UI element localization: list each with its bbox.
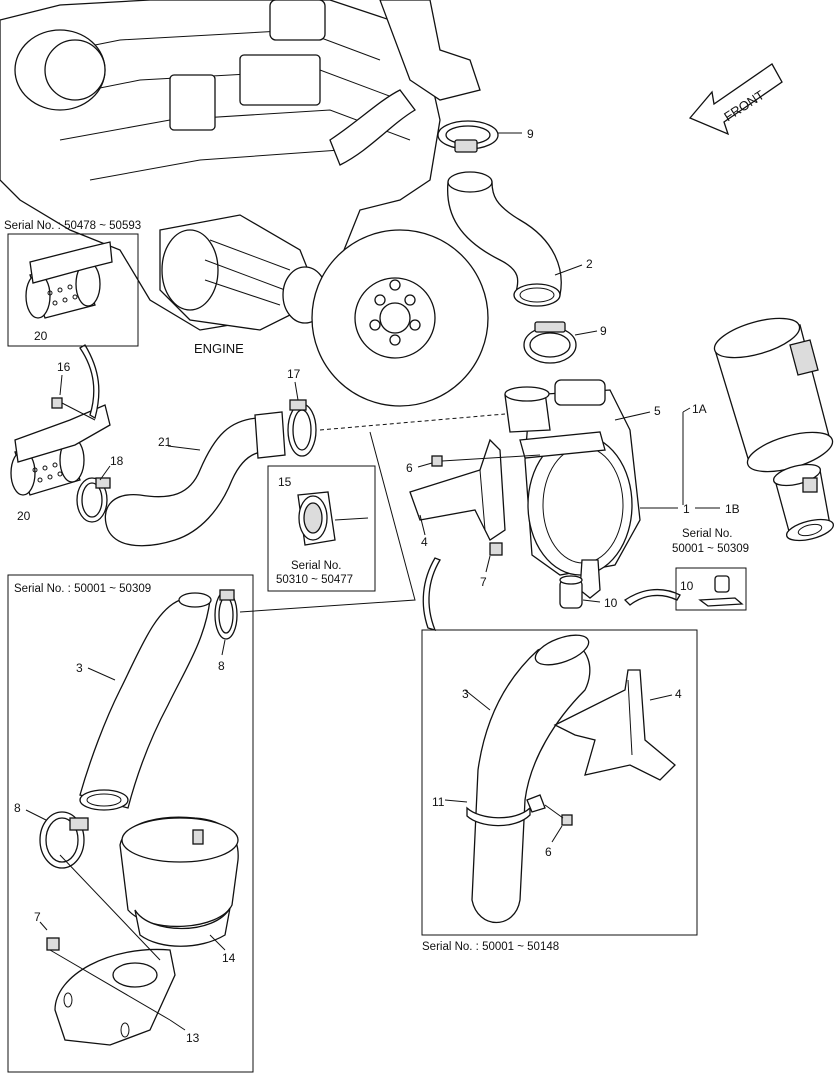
callout-7-left: 7 [34,910,41,924]
hose-2 [446,171,562,307]
clamp-18 [76,477,111,523]
serial-box-50478 [7,233,139,347]
serial-50310-line1: Serial No. [291,560,342,572]
callout-6-right: 6 [545,845,552,859]
pointer-arrow-right-box [422,557,441,631]
front-arrow: FRONT [688,63,783,136]
precleaner-14 [119,816,239,947]
connector-15 [297,491,336,546]
clamp-9-top [437,120,499,153]
callout-8-bottom: 8 [14,801,21,815]
bracket-13 [54,948,176,1046]
clamp-8-top [214,589,238,640]
callout-10: 10 [604,596,618,610]
callout-15: 15 [278,475,292,489]
callout-5: 5 [654,404,661,418]
callout-8-top: 8 [218,659,225,673]
sleeve-20 [10,404,111,496]
sleeve-20-alt [25,241,113,319]
pointer-arrow [623,588,681,606]
engine-label: ENGINE [194,341,244,356]
callout-20-box: 20 [34,329,48,343]
callout-9-mid: 9 [600,324,607,338]
callout-13: 13 [186,1031,200,1045]
valve-10-alt [698,575,744,607]
bracket-4-right [553,669,676,781]
callout-4-main: 4 [421,535,428,549]
callout-6-main: 6 [406,461,413,475]
air-cleaner-5 [504,379,641,599]
callout-1a: 1A [692,402,707,416]
callout-2: 2 [586,257,593,271]
callout-7-main: 7 [480,575,487,589]
clamp-9-mid [523,321,577,364]
callout-11: 11 [432,795,445,809]
band-11 [466,794,546,827]
engine-illustration: ENGINE [0,0,489,407]
hose-21 [104,411,286,547]
bolt-7 [489,542,503,556]
callout-14: 14 [222,951,236,965]
callout-4-right: 4 [675,687,682,701]
callout-16: 16 [57,360,71,374]
callout-3-right: 3 [462,687,469,701]
serial-box-left [7,574,254,1073]
filter-element-1b [772,463,835,542]
hose-3-right [471,634,591,924]
valve-10 [559,575,583,609]
hose-3-left [79,592,212,811]
serial-50478-caption: Serial No. : 50478 ~ 50593 [4,220,141,232]
serial-box-right [421,629,698,936]
filter-element-1a [713,317,834,473]
clamp-8-bottom [39,811,89,869]
bolt-6 [431,454,541,467]
pointer-arrow-left-box [79,344,100,420]
clamp-17 [287,399,317,457]
callout-18: 18 [110,454,124,468]
serial-50310-line2: 50310 ~ 50477 [276,574,353,586]
serial-box-right-caption: Serial No. : 50001 ~ 50148 [422,941,559,953]
serial-50001-line1: Serial No. [682,528,733,540]
serial-box-left-caption: Serial No. : 50001 ~ 50309 [14,583,151,595]
callout-20-main: 20 [17,509,31,523]
callout-17: 17 [287,367,301,381]
callout-1b: 1B [725,502,740,516]
bolt-7-left [46,937,60,951]
serial-box-50310 [267,465,376,592]
callout-9-top: 9 [527,127,534,141]
serial-50001-line2: 50001 ~ 50309 [672,543,749,555]
callout-1: 1 [683,502,690,516]
callout-3-left: 3 [76,661,83,675]
bolt-6-right [561,814,573,826]
bolt-16 [51,397,96,421]
serial-box-50001-small [675,567,747,611]
bracket-4 [409,438,506,541]
callout-21: 21 [158,435,172,449]
callout-10-box: 10 [680,579,694,593]
